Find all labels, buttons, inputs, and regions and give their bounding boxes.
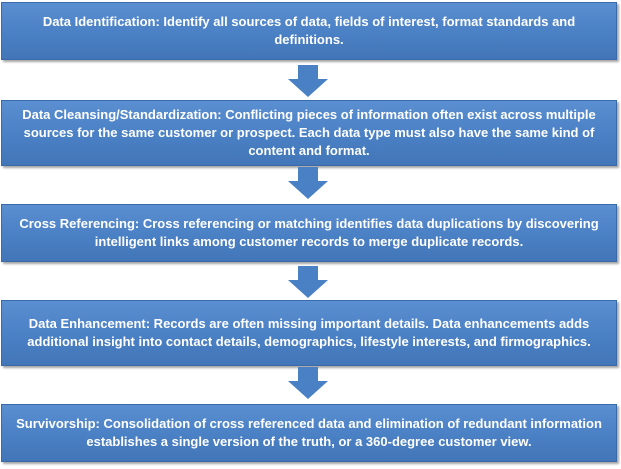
step-data-cleansing-standardization: Data Cleansing/Standardization: Conflict…: [1, 100, 617, 166]
down-arrow-icon: [288, 65, 328, 97]
step-data-identification: Data Identification: Identify all source…: [1, 2, 617, 60]
step-text: Cross Referencing: Cross referencing or …: [19, 216, 599, 249]
step-text: Data Identification: Identify all source…: [42, 14, 576, 47]
step-text: Data Enhancement: Records are often miss…: [27, 316, 591, 349]
step-text: Data Cleansing/Standardization: Conflict…: [22, 107, 596, 158]
down-arrow-icon: [288, 167, 328, 199]
step-survivorship: Survivorship: Consolidation of cross ref…: [1, 404, 617, 462]
down-arrow-icon: [288, 367, 328, 399]
step-data-enhancement: Data Enhancement: Records are often miss…: [1, 300, 617, 366]
step-text: Survivorship: Consolidation of cross ref…: [16, 416, 602, 449]
step-cross-referencing: Cross Referencing: Cross referencing or …: [1, 204, 617, 262]
down-arrow-icon: [288, 266, 328, 298]
